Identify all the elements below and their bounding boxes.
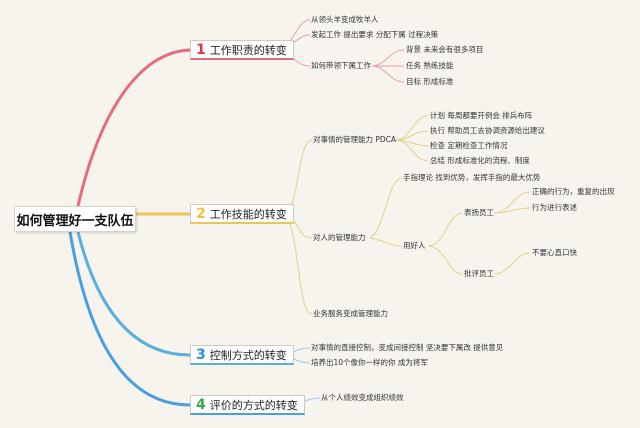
leaf-1-3-2[interactable]: 任务 熟练技能 <box>406 61 454 70</box>
connector-branch-1 <box>76 48 191 207</box>
branch-1-label: 工作职责的转变 <box>209 43 287 57</box>
leaf-2-1-1[interactable]: 计划 每周都要开例会 排兵布阵 <box>430 111 533 120</box>
root-topic[interactable]: 如何管理好一支队伍 <box>14 206 136 232</box>
leaf-criticize-1[interactable]: 不要心直口快 <box>532 248 577 257</box>
leaf-2-2-2[interactable]: 用好人 <box>403 241 426 250</box>
leaf-1-1[interactable]: 从领头羊变成牧羊人 <box>311 15 379 24</box>
branch-2-label: 工作技能的转变 <box>209 207 287 221</box>
leaf-praise-1[interactable]: 正确的行为，重复的出现 <box>532 187 615 196</box>
leaf-2-1-3[interactable]: 检查 定期检查工作情况 <box>430 141 508 150</box>
leaf-3-2[interactable]: 培养出10个像你一样的你 成为将军 <box>311 358 428 367</box>
leaf-2-1-2[interactable]: 执行 帮助员工去协调资源给出建议 <box>430 126 545 135</box>
leaf-2-1[interactable]: 对事情的管理能力 PDCA <box>313 135 397 144</box>
connector-branch-3 <box>76 231 191 357</box>
connector-branch-4 <box>68 231 191 407</box>
branch-1-number: 1 <box>196 41 206 58</box>
branch-2-number: 2 <box>196 205 206 222</box>
leaf-1-3[interactable]: 如何带领下属工作 <box>311 61 371 70</box>
leaf-praise-2[interactable]: 行为进行表述 <box>532 203 577 212</box>
branch-3-label: 控制方式的转变 <box>209 348 287 362</box>
branch-4[interactable]: 4 评价的方式的转变 <box>190 395 305 415</box>
leaf-criticize[interactable]: 批评员工 <box>464 269 494 278</box>
leaf-2-2[interactable]: 对人的管理能力 <box>313 233 366 242</box>
branch-2[interactable]: 2 工作技能的转变 <box>190 204 294 224</box>
branch-3[interactable]: 3 控制方式的转变 <box>190 345 294 365</box>
branch-4-number: 4 <box>196 396 206 413</box>
leaf-1-3-1[interactable]: 背景 未来会有很多项目 <box>406 45 484 54</box>
leaf-2-2-1[interactable]: 手指理论 找到优势，发挥手指的最大优势 <box>403 173 541 182</box>
branch-4-label: 评价的方式的转变 <box>209 398 298 412</box>
branch-1[interactable]: 1 工作职责的转变 <box>190 40 294 60</box>
leaf-praise[interactable]: 表扬员工 <box>464 208 494 217</box>
leaf-2-3[interactable]: 业务服务变成管理能力 <box>313 309 388 318</box>
leaf-4-1[interactable]: 从个人绩效变成组织绩效 <box>321 393 404 402</box>
leaf-2-1-4[interactable]: 总结 形成标准化的流程、制度 <box>430 156 530 165</box>
branch-3-number: 3 <box>196 346 206 363</box>
leaf-1-2[interactable]: 发起工作 提出要求 分配下属 过程决策 <box>311 30 439 39</box>
leaf-1-3-3[interactable]: 目标 形成标准 <box>406 77 454 86</box>
leaf-3-1[interactable]: 对事情的直接控制，变成间接控制 坚决要下属改 提供意见 <box>311 343 504 352</box>
